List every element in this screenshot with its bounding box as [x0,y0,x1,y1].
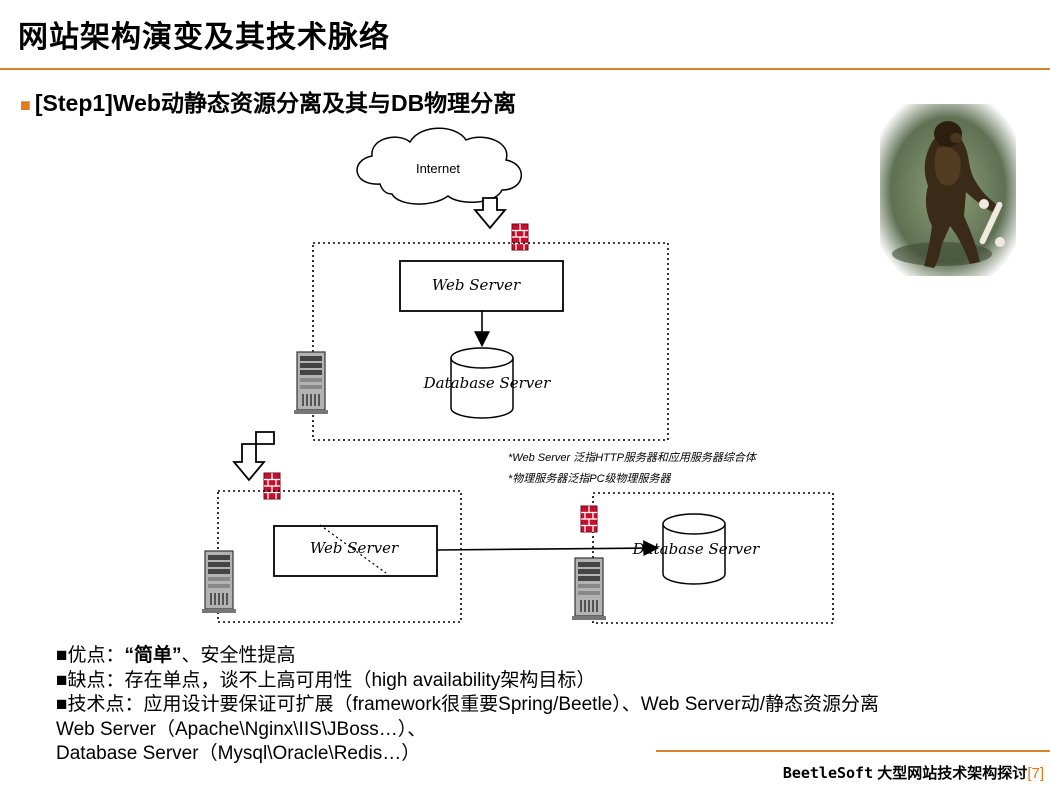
step-arrow-icon [232,431,275,482]
bottom-web-server-box [273,525,438,577]
down-arrow-icon [473,197,507,230]
pros-emphasis: “简单” [124,645,182,666]
web-servers-line: Web Server（Apache\Nginx\IIS\JBoss…）、 [56,718,427,740]
footer-divider [656,750,1050,752]
title-divider [0,68,1050,70]
firewall-icon [263,472,281,500]
db-servers-line: Database Server（Mysql\Oracle\Redis…） [56,743,421,764]
bullet-list: ■优点：“简单”、安全性提高 ■缺点：存在单点，谈不上高可用性（high ava… [56,644,879,767]
physical-server-icon [201,550,237,614]
bottom-web-server-label: Web Server [310,539,399,557]
firewall-icon [580,505,598,533]
top-server-group [312,242,669,441]
bottom-database-label: Database Server [632,540,761,558]
cons-line: ■缺点：存在单点，谈不上高可用性（high availability架构目标） [56,669,596,691]
internet-label: Internet [416,161,460,176]
page-bracket-close: ] [1039,765,1044,782]
internet-cloud-icon [356,127,523,205]
diagram-note: *Web Server 泛指HTTP服务器和应用服务器综合体 [508,452,756,464]
pros-line: ■优点：“简单”、安全性提高 [56,645,296,666]
top-web-server-box [399,260,564,312]
primitive-man-image [880,104,1016,276]
slide-title: 网站架构演变及其技术脉络 [18,21,390,54]
diagram-note: *物理服务器泛指PC级物理服务器 [508,473,671,485]
subtitle-text: [Step1]Web动静态资源分离及其与DB物理分离 [34,90,517,116]
page-number: 7 [1031,765,1040,782]
footer-topic: 大型网站技术架构探讨 [877,765,1028,782]
tech-line: ■技术点：应用设计要保证可扩展（framework很重要Spring/Beetl… [56,694,879,715]
bottom-web-group [217,490,462,623]
firewall-icon [511,223,529,251]
top-web-server-label: Web Server [432,276,521,294]
physical-server-icon [293,351,329,415]
footer: BeetleSoft 大型网站技术架构探讨[7] [783,762,1044,783]
slide-subtitle: ■[Step1]Web动静态资源分离及其与DB物理分离 [20,84,516,118]
physical-server-icon [571,557,607,621]
subtitle-bullet: ■ [20,95,31,115]
footer-brand: BeetleSoft [782,764,874,782]
page-bracket-open: [ [1027,765,1032,782]
top-database-label: Database Server [423,374,552,392]
